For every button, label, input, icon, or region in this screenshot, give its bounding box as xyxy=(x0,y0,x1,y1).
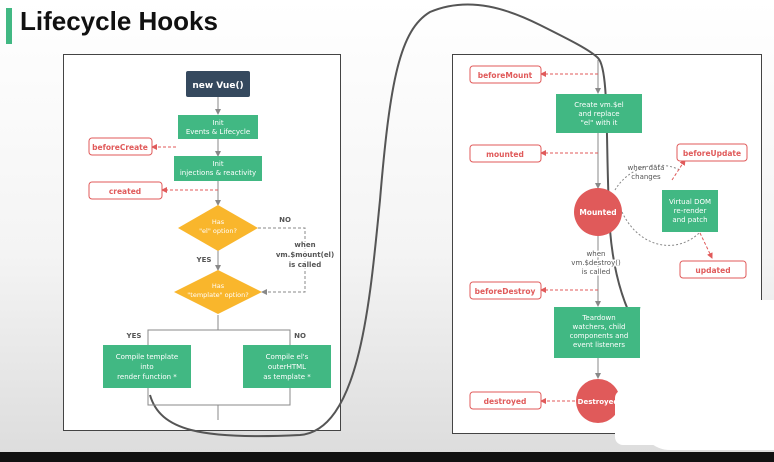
page-title: Lifecycle Hooks xyxy=(20,6,218,36)
when-data-label: when data changes xyxy=(628,164,665,181)
mounted-state: Mounted xyxy=(574,188,622,236)
svg-text:Compile el's: Compile el's xyxy=(266,353,309,361)
before-update-hook: beforeUpdate xyxy=(676,143,748,162)
svg-text:and replace: and replace xyxy=(578,110,619,118)
svg-text:when: when xyxy=(294,241,315,249)
has-el-decision: Has "el" option? xyxy=(178,205,258,251)
title-accent-bar xyxy=(6,8,12,44)
when-destroy-label: when vm.$destroy() is called xyxy=(570,249,623,278)
created-hook: created xyxy=(88,181,163,200)
svg-text:when data: when data xyxy=(628,164,665,172)
create-el-node: Create vm.$el and replace "el" with it xyxy=(556,94,642,133)
svg-text:render function *: render function * xyxy=(117,373,177,381)
svg-text:new Vue(): new Vue() xyxy=(192,81,243,91)
bottom-bar xyxy=(0,452,774,462)
before-mount-hook: beforeMount xyxy=(469,65,542,84)
svg-text:"el" with it: "el" with it xyxy=(581,119,618,127)
svg-text:beforeDestroy: beforeDestroy xyxy=(475,287,536,296)
svg-text:event listeners: event listeners xyxy=(573,341,625,349)
svg-text:as template *: as template * xyxy=(263,373,311,381)
has-template-decision: Has "template" option? xyxy=(174,270,262,314)
destroyed-state: Destroyed xyxy=(576,379,620,423)
no-label-2: NO xyxy=(294,332,306,340)
svg-text:when: when xyxy=(587,250,606,258)
init-injections-node: Init injections & reactivity xyxy=(174,156,262,181)
when-mount-label: when vm.$mount(el) is called xyxy=(274,240,335,271)
svg-text:is called: is called xyxy=(289,261,321,269)
svg-text:mounted: mounted xyxy=(486,150,524,159)
svg-text:"el" option?: "el" option? xyxy=(199,227,237,235)
svg-text:created: created xyxy=(109,187,141,196)
svg-text:Events & Lifecycle: Events & Lifecycle xyxy=(186,128,250,136)
yes-label-2: YES xyxy=(126,332,142,340)
svg-text:Teardown: Teardown xyxy=(581,314,615,322)
left-connectors xyxy=(147,97,306,420)
svg-text:Init: Init xyxy=(212,119,223,127)
svg-text:Destroyed: Destroyed xyxy=(578,398,619,406)
right-connectors xyxy=(540,60,713,404)
svg-text:Has: Has xyxy=(212,218,225,226)
svg-text:updated: updated xyxy=(695,266,730,275)
yes-label-1: YES xyxy=(196,256,212,264)
destroyed-hook: destroyed xyxy=(469,391,542,410)
svg-text:vm.$mount(el): vm.$mount(el) xyxy=(276,251,334,259)
svg-text:destroyed: destroyed xyxy=(484,397,527,406)
before-create-hook: beforeCreate xyxy=(88,137,153,156)
svg-text:Compile template: Compile template xyxy=(116,353,178,361)
updated-hook: updated xyxy=(679,260,747,279)
new-vue-node: new Vue() xyxy=(186,71,250,97)
svg-text:"template" option?: "template" option? xyxy=(187,291,248,299)
before-destroy-hook: beforeDestroy xyxy=(469,281,542,300)
svg-text:re-render: re-render xyxy=(674,207,707,215)
svg-text:Virtual DOM: Virtual DOM xyxy=(669,198,711,206)
teardown-node: Teardown watchers, child components and … xyxy=(554,307,644,358)
mounted-hook: mounted xyxy=(469,144,542,163)
svg-text:and patch: and patch xyxy=(672,216,707,224)
svg-text:into: into xyxy=(140,363,153,371)
compile-template-node: Compile template into render function * xyxy=(103,345,191,388)
init-events-node: Init Events & Lifecycle xyxy=(178,115,258,139)
svg-text:beforeMount: beforeMount xyxy=(478,71,533,80)
svg-text:components and: components and xyxy=(570,332,629,340)
svg-text:Has: Has xyxy=(212,282,225,290)
svg-text:watchers, child: watchers, child xyxy=(573,323,626,331)
svg-text:beforeCreate: beforeCreate xyxy=(92,143,148,152)
no-label-1: NO xyxy=(279,216,291,224)
svg-text:is called: is called xyxy=(582,268,611,276)
svg-text:changes: changes xyxy=(631,173,661,181)
svg-text:injections & reactivity: injections & reactivity xyxy=(180,169,256,177)
svg-text:Mounted: Mounted xyxy=(579,208,616,217)
svg-text:outerHTML: outerHTML xyxy=(268,363,306,371)
virtual-dom-node: Virtual DOM re-render and patch xyxy=(662,190,718,232)
svg-text:Init: Init xyxy=(212,160,223,168)
svg-text:vm.$destroy(): vm.$destroy() xyxy=(571,259,621,267)
white-occlusion-lower xyxy=(615,390,675,445)
svg-text:beforeUpdate: beforeUpdate xyxy=(683,149,741,158)
compile-el-node: Compile el's outerHTML as template * xyxy=(243,345,331,388)
svg-text:Create vm.$el: Create vm.$el xyxy=(574,101,623,109)
